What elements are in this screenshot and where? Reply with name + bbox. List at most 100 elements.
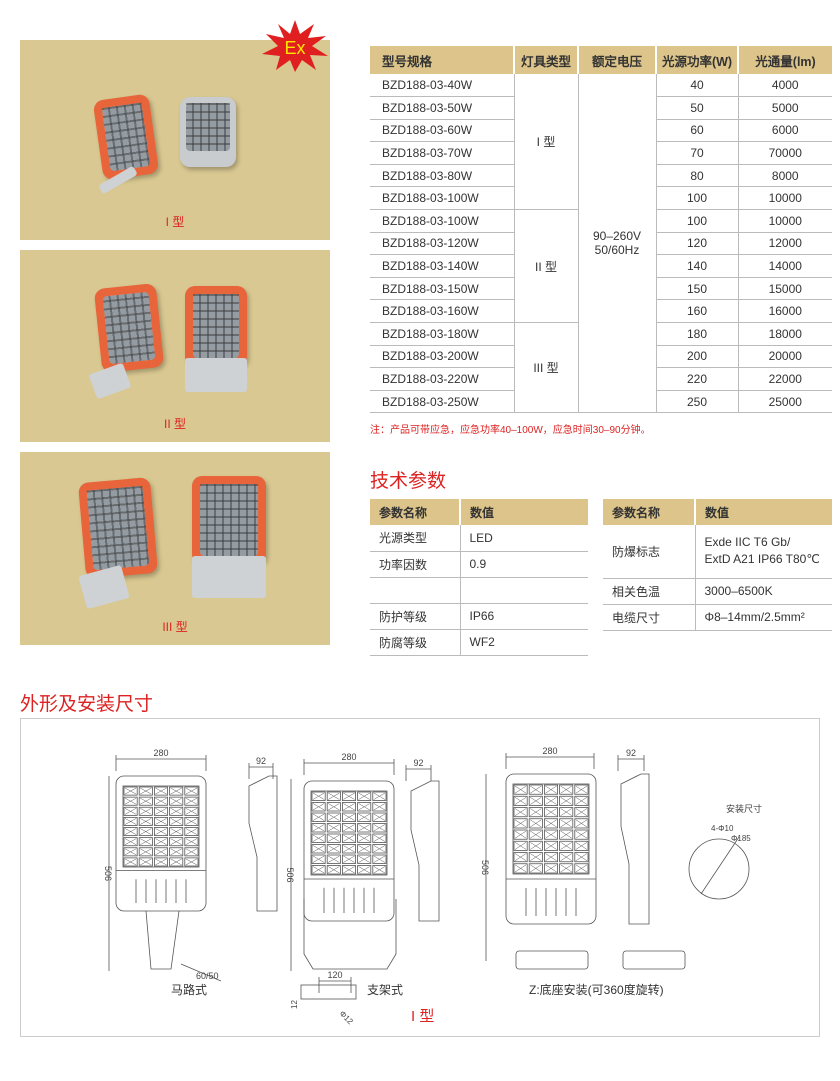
param-value: LED (459, 525, 588, 552)
flux-cell: 20000 (737, 345, 832, 369)
model-cell: BZD188-03-150W (370, 277, 514, 301)
param-value: Exde IIC T6 Gb/ExtD A21 IP66 T80℃ (694, 525, 832, 579)
power-cell: 70 (655, 141, 738, 165)
col-header: 数值 (459, 499, 588, 525)
lamp-photo (92, 93, 160, 181)
power-cell: 250 (655, 390, 738, 414)
dimension-label: 280 (542, 746, 557, 756)
col-header: 参数名称 (603, 499, 695, 525)
model-cell: BZD188-03-50W (370, 96, 514, 120)
dimension-label: 506 (103, 866, 113, 881)
col-header: 额定电压 (577, 46, 656, 74)
param-value: Φ8–14mm/2.5mm² (694, 604, 832, 631)
power-cell: 100 (655, 186, 738, 211)
model-cell: BZD188-03-140W (370, 254, 514, 278)
flux-cell: 8000 (737, 164, 832, 188)
lamp-photo (185, 286, 247, 366)
flux-cell: 15000 (737, 277, 832, 301)
product-panel-type-2: II 型 (20, 250, 330, 442)
lamp-photo (77, 477, 159, 579)
power-cell: 100 (655, 209, 738, 233)
lamp-photo (192, 476, 266, 564)
flux-cell: 14000 (737, 254, 832, 278)
dimension-label: 92 (256, 756, 266, 766)
dimension-label: 92 (626, 748, 636, 758)
model-cell: BZD188-03-180W (370, 322, 514, 346)
dimension-label: 120 (327, 970, 342, 980)
param-name: 电缆尺寸 (603, 604, 695, 631)
type-label: I 型 (411, 1008, 435, 1025)
power-cell: 220 (655, 367, 738, 391)
model-cell: BZD188-03-70W (370, 141, 514, 165)
side-view (410, 780, 440, 922)
tech-table-right: 参数名称数值 防爆标志 Exde IIC T6 Gb/ExtD A21 IP66… (603, 499, 832, 631)
side-view (620, 773, 650, 925)
model-cell: BZD188-03-80W (370, 164, 514, 188)
emergency-note: 注：产品可带应急，应急功率40–100W，应急时间30–90分钟。 (370, 425, 651, 436)
col-header: 灯具类型 (513, 46, 578, 74)
power-cell: 80 (655, 164, 738, 188)
front-view-base (505, 773, 597, 925)
model-cell: BZD188-03-220W (370, 367, 514, 391)
technical-drawing: 2805069260/5028050692120Φ121228050692安装尺… (103, 746, 762, 1027)
caption-bracket-mount: 支架式 (367, 983, 404, 997)
table-row: 防爆标志 Exde IIC T6 Gb/ExtD A21 IP66 T80℃ (603, 525, 832, 579)
power-cell: 50 (655, 96, 738, 120)
flux-cell: 5000 (737, 96, 832, 120)
power-cell: 40 (655, 74, 738, 98)
power-cell: 160 (655, 299, 738, 324)
power-cell: 120 (655, 232, 738, 256)
flux-cell: 25000 (737, 390, 832, 414)
param-name: 光源类型 (370, 525, 460, 552)
model-cell: BZD188-03-40W (370, 74, 514, 98)
caption-base-mount: Z:底座安装(可360度旋转) (529, 983, 664, 997)
type-cell: III 型 (513, 322, 578, 414)
col-header: 型号规格 (370, 46, 514, 74)
pcd-label: Φ185 (731, 834, 751, 843)
table-row (370, 577, 588, 604)
mount-title: 安装尺寸 (726, 803, 762, 814)
col-header: 光通量(lm) (737, 46, 832, 74)
mount-hole-circle (688, 838, 750, 900)
col-header: 数值 (694, 499, 832, 525)
param-value: 3000–6500K (694, 578, 832, 605)
flux-cell: 12000 (737, 232, 832, 256)
front-view-bracket (303, 780, 395, 922)
power-cell: 140 (655, 254, 738, 278)
param-value: WF2 (459, 629, 588, 656)
flux-cell: 16000 (737, 299, 832, 324)
flux-cell: 4000 (737, 74, 832, 98)
power-cell: 180 (655, 322, 738, 346)
flux-cell: 10000 (737, 209, 832, 233)
front-view-road (115, 775, 207, 912)
tech-params-title: 技术参数 (370, 471, 447, 492)
model-cell: BZD188-03-100W (370, 209, 514, 233)
lamp-photo (180, 97, 236, 167)
model-cell: BZD188-03-60W (370, 119, 514, 143)
param-value: 0.9 (459, 551, 588, 578)
type-cell: II 型 (513, 209, 578, 324)
product-panel-type-3: III 型 (20, 452, 330, 645)
product-type-label: I 型 (165, 215, 185, 229)
flux-cell: 70000 (737, 141, 832, 165)
dimension-label: 92 (413, 758, 423, 768)
dimension-label: 506 (285, 867, 295, 882)
dimension-label: 506 (480, 860, 490, 875)
